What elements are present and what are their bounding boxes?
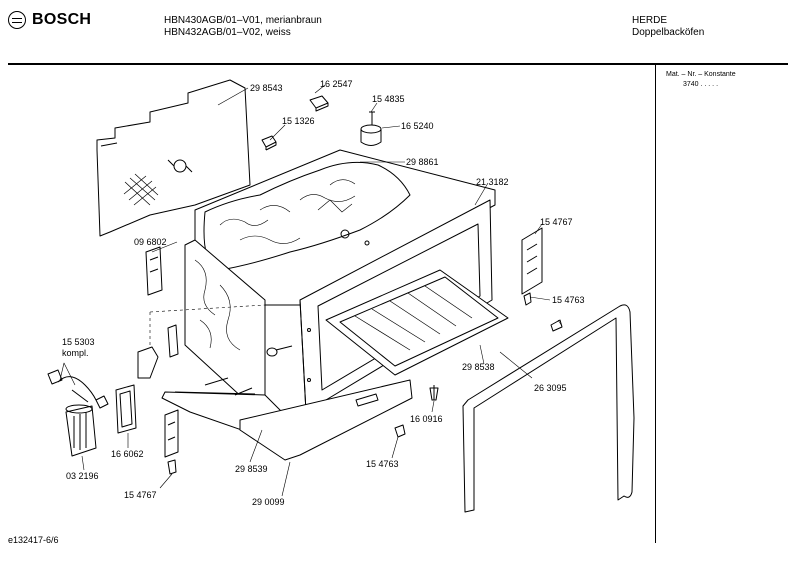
header-divider xyxy=(8,63,788,65)
part-label-160916: 16 0916 xyxy=(410,414,443,424)
constant-label: Mat. – Nr. – Konstante xyxy=(666,71,736,78)
part-label-154763-bottom: 15 4763 xyxy=(366,459,399,469)
screw-160916 xyxy=(429,385,439,401)
switch-151326 xyxy=(261,135,277,151)
part-label-263095: 26 3095 xyxy=(534,383,567,393)
sidebar-divider xyxy=(655,63,656,543)
part-label-290099: 29 0099 xyxy=(252,497,285,507)
document-id: e132417-6/6 xyxy=(8,535,59,545)
part-label-151326: 15 1326 xyxy=(282,116,315,126)
cable-set xyxy=(47,369,109,409)
part-label-154835: 15 4835 xyxy=(372,94,405,104)
constant-value: 3740 . . . . . xyxy=(683,81,719,88)
knob-screw xyxy=(266,345,293,357)
part-label-166062: 16 6062 xyxy=(111,449,144,459)
left-bracket xyxy=(145,246,163,296)
screw-154763c xyxy=(394,424,406,438)
oven-housing xyxy=(149,149,496,411)
oven-rack xyxy=(325,269,509,376)
screw-154763b xyxy=(550,319,563,332)
lamp-socket-165240 xyxy=(360,111,382,146)
screw-154763a xyxy=(523,292,532,306)
part-label-213182: 21 3182 xyxy=(476,177,509,187)
hinge-part xyxy=(137,346,159,379)
lower-bracket xyxy=(164,409,179,458)
part-label-154767-bottom: 15 4767 xyxy=(124,490,157,500)
part-label-kompl: kompl. xyxy=(62,348,89,358)
part-label-298543: 29 8543 xyxy=(250,83,283,93)
screw-154767b xyxy=(167,459,177,475)
model-line-1: HBN430AGB/01–V01, merianbraun xyxy=(164,15,322,26)
right-bracket xyxy=(521,227,543,295)
part-label-096802: 09 6802 xyxy=(134,237,167,247)
part-label-165240: 16 5240 xyxy=(401,121,434,131)
part-label-162547: 16 2547 xyxy=(320,79,353,89)
capacitor xyxy=(65,404,97,457)
insulation-panel xyxy=(96,79,251,237)
category-title: HERDE xyxy=(632,15,668,26)
subcategory-title: Doppelbacköfen xyxy=(632,27,705,38)
part-label-298539: 29 8539 xyxy=(235,464,268,474)
small-clip-162547 xyxy=(309,95,329,112)
part-label-032196: 03 2196 xyxy=(66,471,99,481)
bottom-plate xyxy=(239,379,413,461)
bosch-logo: BOSCH xyxy=(8,11,91,29)
model-line-2: HBN432AGB/01–V02, weiss xyxy=(164,27,291,38)
part-label-298538: 29 8538 xyxy=(462,362,495,372)
part-label-298861: 29 8861 xyxy=(406,157,439,167)
light-cover-frame xyxy=(115,384,137,434)
part-label-154767-right: 15 4767 xyxy=(540,217,573,227)
door-seal xyxy=(462,304,635,513)
bosch-emblem-icon xyxy=(8,11,26,29)
brand-name: BOSCH xyxy=(32,11,92,28)
small-bracket xyxy=(167,324,179,358)
part-label-155303: 15 5303 xyxy=(62,337,95,347)
part-label-154763-right: 15 4763 xyxy=(552,295,585,305)
leader-lines xyxy=(59,84,563,497)
